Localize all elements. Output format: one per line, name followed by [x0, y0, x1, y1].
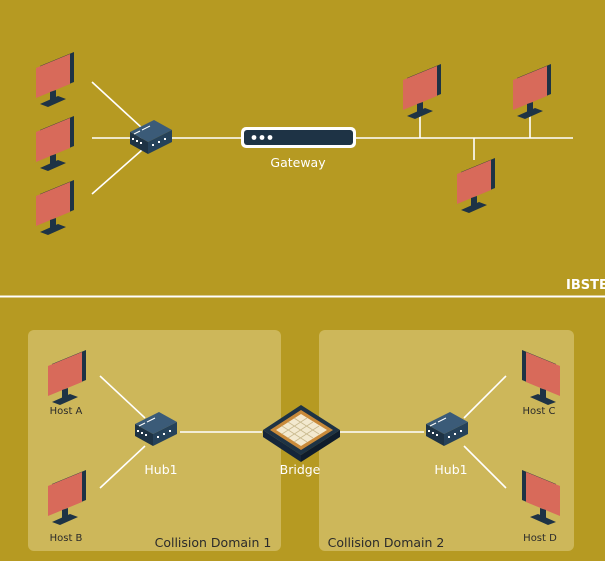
host-b-label: Host B [50, 533, 83, 544]
monitor-icon [457, 158, 495, 213]
hub-right-label: Hub1 [434, 462, 467, 477]
monitor-icon [36, 52, 74, 107]
hub-icon [129, 119, 173, 155]
gateway-icon [241, 127, 356, 148]
bottom-diagram: Host A Host B Host C Host D Hub1 Hub1 Br… [28, 330, 574, 551]
hub-left-label: Hub1 [144, 462, 177, 477]
collision-domain-1-label: Collision Domain 1 [155, 535, 272, 550]
top-links [91, 81, 573, 195]
bottom-links [99, 375, 507, 489]
monitor-icon [513, 64, 551, 119]
host-d-label: Host D [523, 533, 557, 544]
bridge-icon [263, 405, 340, 462]
top-diagram: Gateway IBSTE [36, 52, 605, 293]
bridge-label: Bridge [280, 462, 321, 477]
collision-domain-2-label: Collision Domain 2 [328, 535, 445, 550]
host-a-label: Host A [50, 406, 83, 417]
monitor-icon [403, 64, 441, 119]
host-c-label: Host C [523, 406, 556, 417]
brand-logo: IBSTE [566, 278, 605, 293]
monitor-icon [36, 116, 74, 171]
monitor-icon [36, 180, 74, 235]
gateway-label: Gateway [270, 155, 326, 170]
